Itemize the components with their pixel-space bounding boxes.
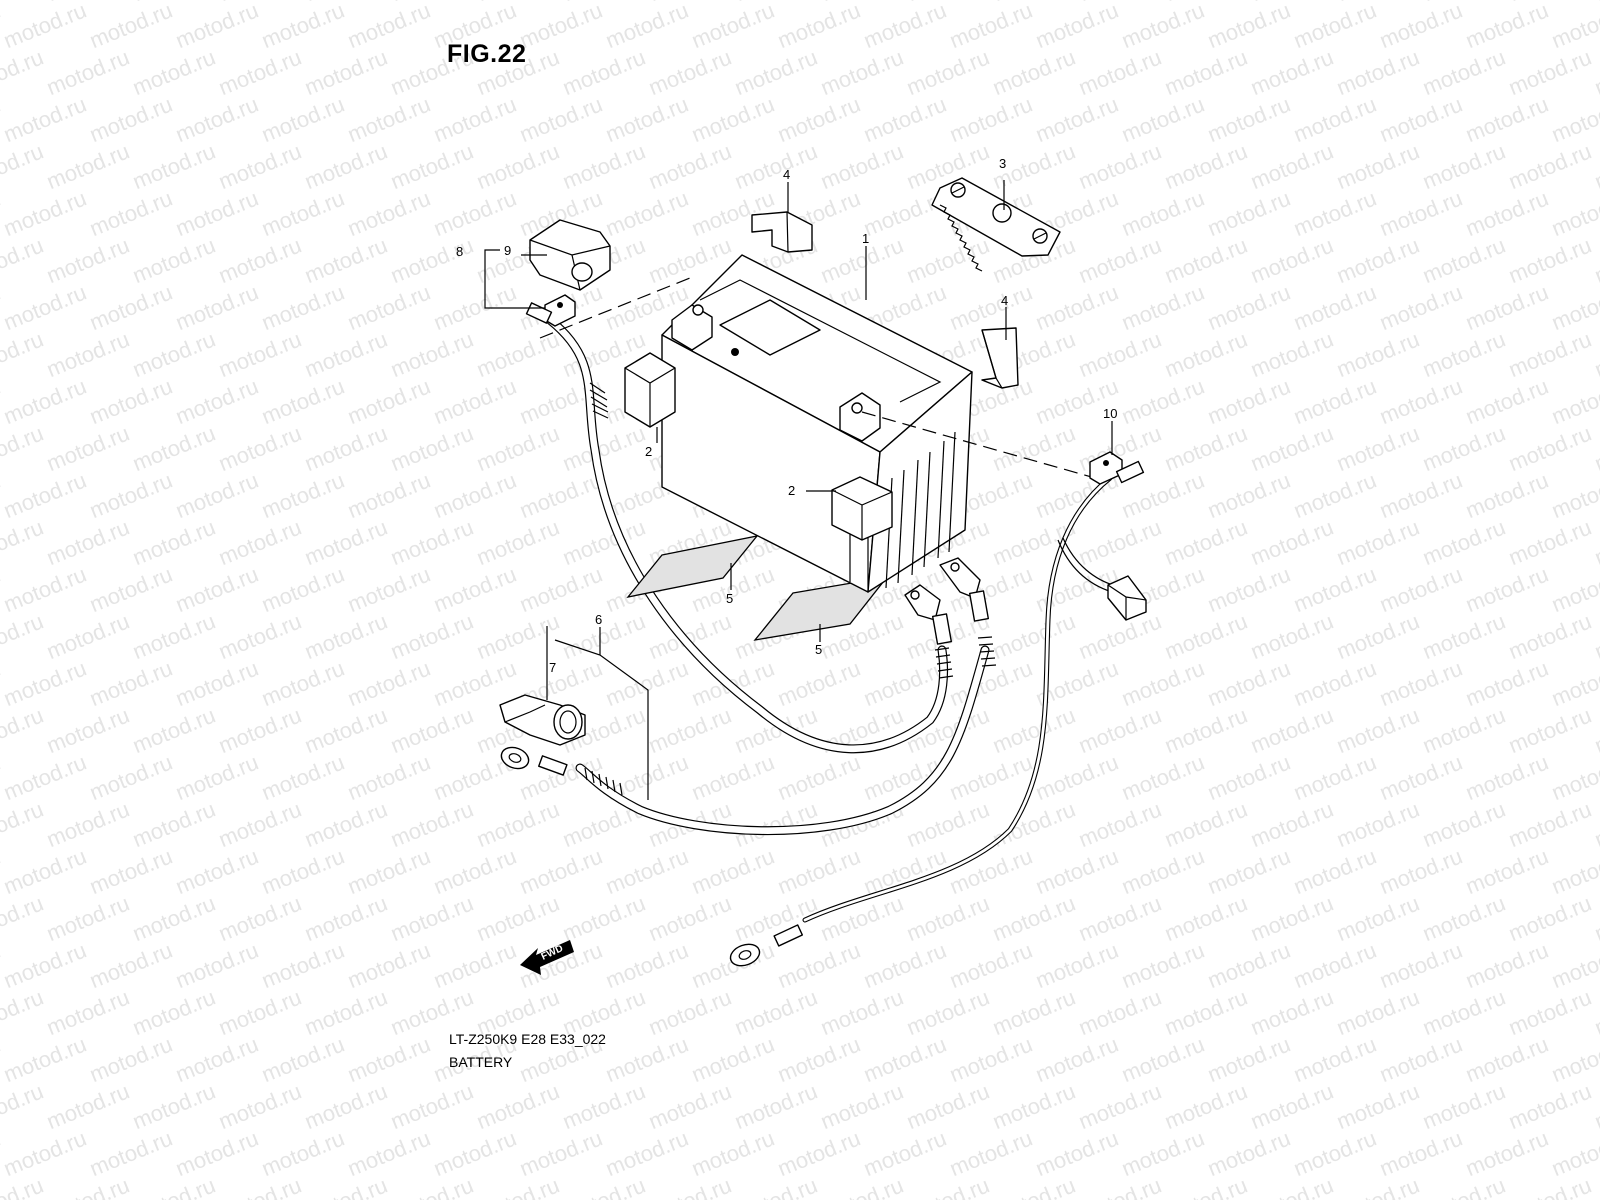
battery-band bbox=[931, 177, 1061, 272]
forward-arrow-icon: FWD bbox=[520, 940, 574, 975]
negative-terminal bbox=[1089, 451, 1145, 485]
bracket-top bbox=[751, 211, 813, 253]
callout-8: 8 bbox=[456, 244, 463, 259]
callout-1: 1 bbox=[862, 231, 869, 246]
diagram-name: BATTERY bbox=[449, 1054, 513, 1070]
leader-lines bbox=[484, 180, 1113, 800]
bracket-right bbox=[981, 327, 1019, 389]
terminal-boot bbox=[499, 694, 586, 746]
wire-coupler bbox=[1107, 575, 1147, 621]
ring-terminal-bottom bbox=[729, 924, 804, 967]
callout-3: 3 bbox=[999, 156, 1006, 171]
callout-6: 6 bbox=[595, 612, 602, 627]
lug-terminal-right bbox=[939, 557, 997, 667]
sub-wire bbox=[1057, 537, 1117, 593]
callout-10: 10 bbox=[1103, 406, 1117, 421]
cushion-left bbox=[624, 352, 676, 428]
ring-terminal-left bbox=[500, 746, 623, 796]
positive-cable bbox=[545, 315, 949, 754]
callout-5-left: 5 bbox=[726, 591, 733, 606]
ground-cable bbox=[575, 645, 990, 836]
figure-title: FIG.22 bbox=[447, 40, 527, 68]
callout-4-right: 4 bbox=[1001, 293, 1008, 308]
cushion-right bbox=[831, 476, 893, 541]
callout-9: 9 bbox=[504, 243, 511, 258]
terminal-cover bbox=[529, 219, 611, 291]
callout-4-top: 4 bbox=[783, 167, 790, 182]
model-code: LT-Z250K9 E28 E33_022 bbox=[449, 1031, 606, 1047]
battery-pad-left bbox=[626, 535, 759, 598]
callout-7: 7 bbox=[549, 660, 556, 675]
callout-2-right: 2 bbox=[788, 483, 795, 498]
callout-2-left: 2 bbox=[645, 444, 652, 459]
lug-terminal-left bbox=[904, 584, 954, 679]
battery bbox=[661, 254, 973, 593]
positive-terminal bbox=[525, 294, 609, 419]
callout-5-right: 5 bbox=[815, 642, 822, 657]
